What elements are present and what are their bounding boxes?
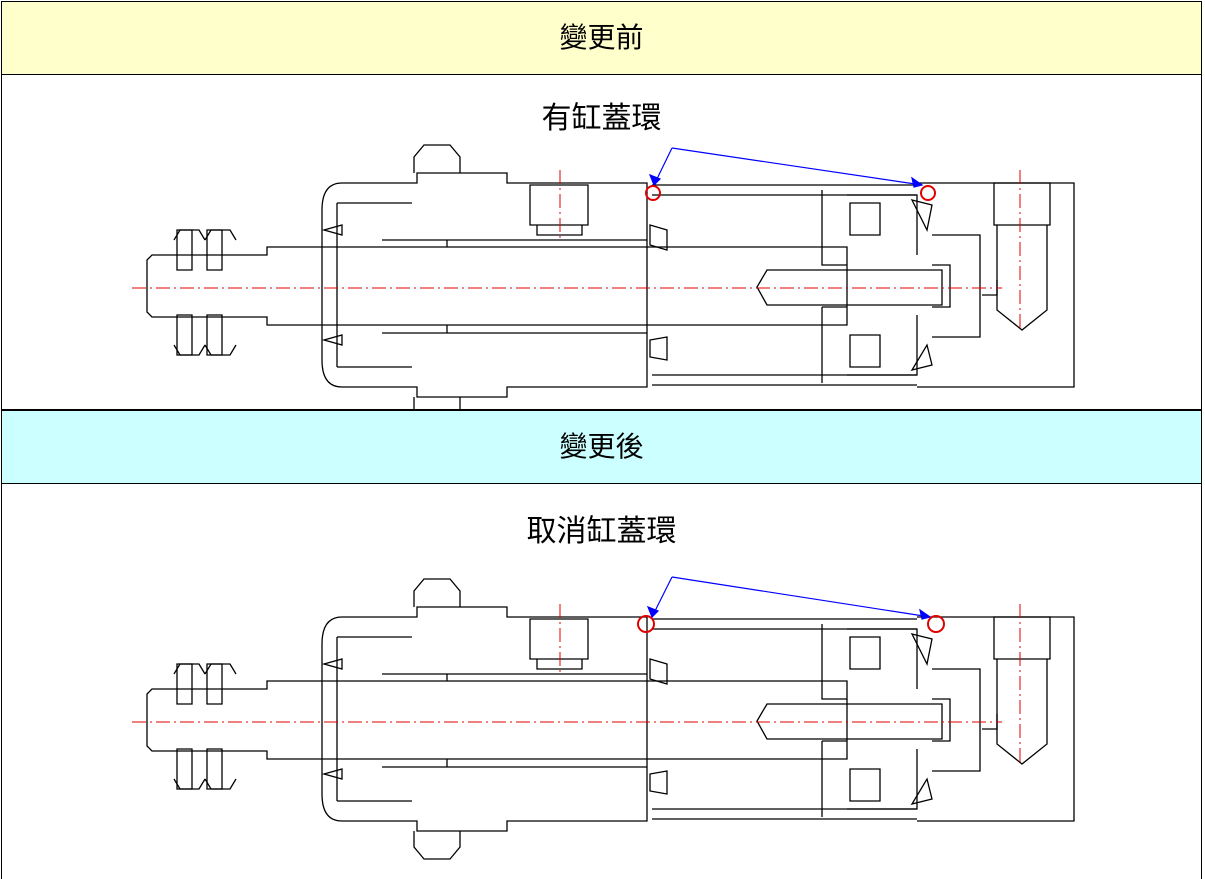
highlight-markers-after xyxy=(637,615,945,633)
header-before: 變更前 xyxy=(1,1,1202,75)
highlight-markers-before xyxy=(645,185,936,201)
cylinder-drawing-before xyxy=(132,144,1075,410)
caption-before: 有缸蓋環 xyxy=(541,101,662,136)
cylinder-outline-after xyxy=(146,578,1075,860)
cylinder-outline-before xyxy=(146,144,1075,410)
arrows-after xyxy=(646,576,932,620)
header-after: 變更後 xyxy=(1,410,1202,484)
arrows-before xyxy=(648,147,924,188)
caption-after: 取消缸蓋環 xyxy=(526,514,677,549)
centerlines-before xyxy=(132,170,1021,330)
centerlines-after xyxy=(132,604,1021,764)
cell-before: 有缸蓋環 xyxy=(1,75,1202,410)
cylinder-drawing-after xyxy=(132,576,1075,860)
cell-after: 取消缸蓋環 xyxy=(1,484,1202,879)
